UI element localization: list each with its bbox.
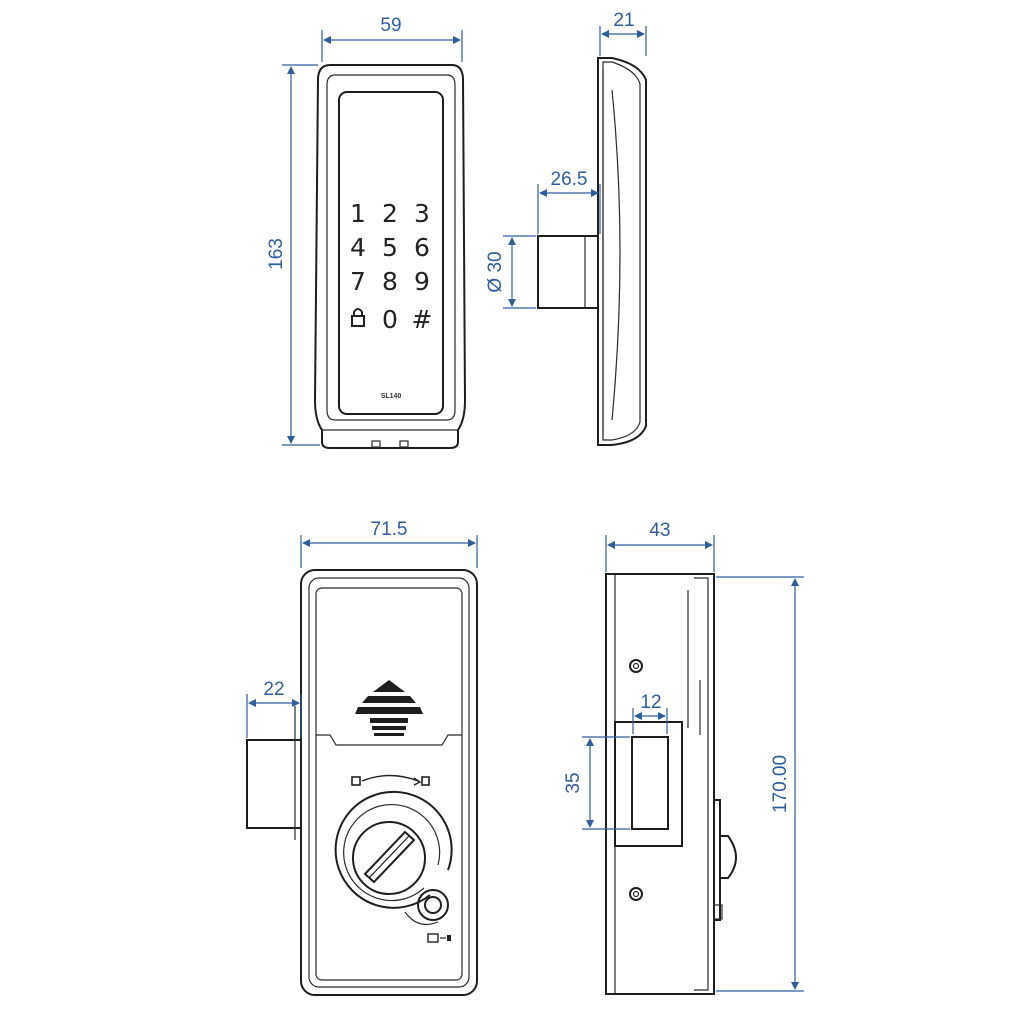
dim-knob-length-label: 26.5 [551, 169, 588, 190]
lock-unlock-indicator-icon [351, 774, 430, 786]
back-housing-inner [308, 577, 470, 988]
dial-ring-inner [343, 803, 441, 902]
back-plate [315, 587, 463, 981]
side2-knob [719, 835, 737, 879]
dial-knob [352, 821, 426, 895]
strike-opening [631, 736, 669, 830]
dim-front-height-label: 163 [266, 238, 287, 270]
side-knob [537, 235, 599, 309]
back-view: 71.5 22 [246, 519, 478, 996]
front-foot-left [371, 440, 381, 448]
key-5: 5 [382, 233, 398, 262]
key-8: 8 [382, 267, 398, 296]
key-6: 6 [414, 233, 430, 262]
battery-icon [427, 933, 451, 943]
side-curve [611, 89, 621, 421]
battery-contact-outer [417, 889, 449, 921]
dim-side2-height-label: 170.00 [770, 755, 791, 813]
side2-back-plate [694, 577, 709, 991]
side-housing-inner [602, 61, 641, 441]
dim-knob-diameter-label: Ø 30 [485, 251, 506, 292]
key-4: 4 [350, 233, 366, 262]
screw-icon [632, 890, 640, 898]
side2-knob-tab [713, 904, 723, 920]
screw-icon [629, 887, 643, 901]
dial-tail [404, 911, 439, 925]
dial-slot-icon [363, 830, 416, 884]
battery-contact-inner [424, 896, 442, 914]
key-2: 2 [382, 199, 398, 228]
cover-split-line [316, 734, 462, 746]
front-bezel [326, 74, 456, 421]
key-hash: # [412, 305, 433, 334]
key-1: 1 [350, 199, 366, 228]
side2-housing [605, 573, 715, 995]
key-7: 7 [350, 267, 366, 296]
side-view-bottom: 43 170.00 12 35 [563, 520, 804, 995]
back-housing [300, 569, 478, 996]
dim-strike-height-label: 35 [563, 772, 584, 793]
front-view: 1 2 3 4 5 6 7 8 9 0 # SL140 59 163 [266, 15, 467, 449]
screw-icon [632, 662, 640, 670]
key-9: 9 [414, 267, 430, 296]
side-view-top: 21 26.5 Ø 30 [485, 10, 647, 446]
dim-back-width-label: 71.5 [371, 519, 408, 540]
model-label: SL140 [381, 393, 402, 400]
key-0: 0 [382, 305, 398, 334]
screw-icon [629, 659, 643, 673]
dial-ring [334, 790, 453, 909]
front-housing [313, 64, 467, 449]
side-housing [597, 57, 647, 446]
dim-side-depth-label: 21 [613, 10, 634, 31]
key-3: 3 [414, 199, 430, 228]
back-bolt [246, 739, 302, 829]
lock-icon [351, 308, 365, 327]
dim-strike-width-label: 12 [640, 692, 661, 713]
dim-front-width-label: 59 [380, 15, 401, 36]
dim-side2-depth-label: 43 [649, 520, 670, 541]
slide-up-arrow-icon [355, 680, 423, 736]
keypad-panel [338, 91, 444, 415]
dim-back-bolt-label: 22 [263, 679, 284, 700]
strike-plate [614, 721, 683, 847]
front-foot-right [399, 440, 409, 448]
